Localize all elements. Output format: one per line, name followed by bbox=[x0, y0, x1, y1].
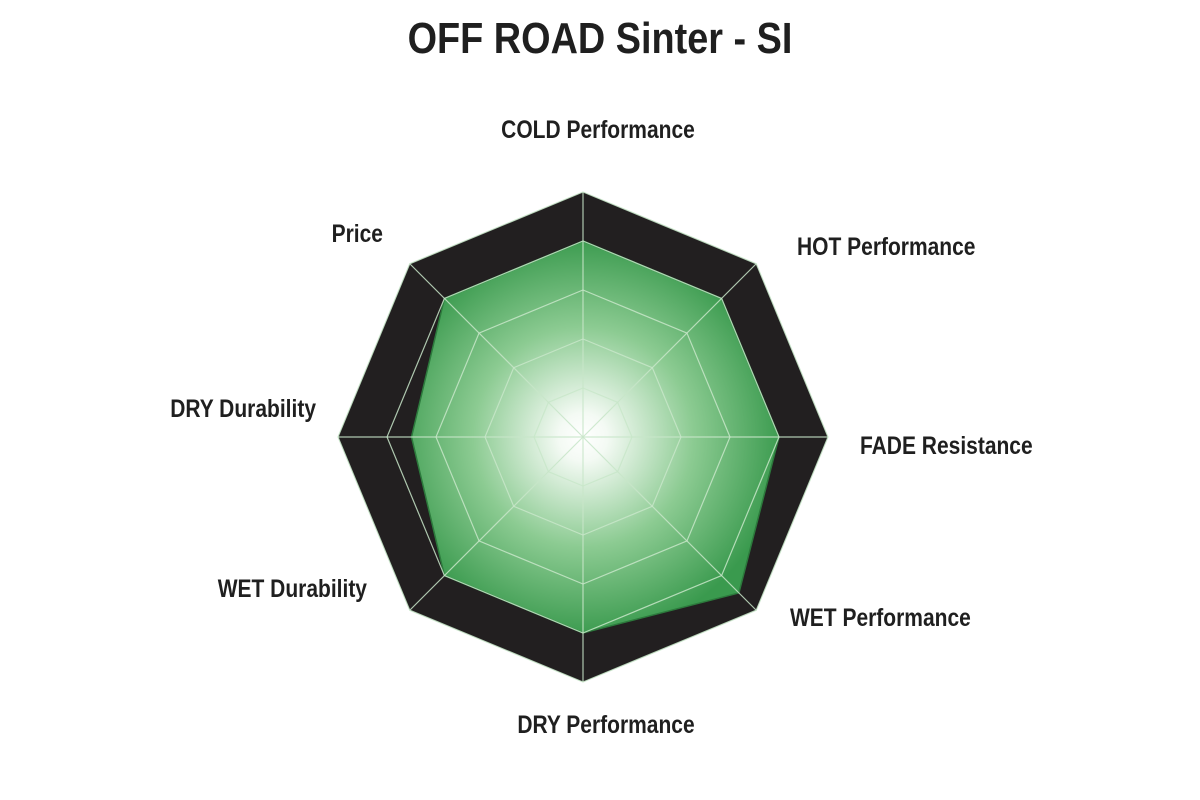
axis-label: DRY Performance bbox=[517, 710, 694, 738]
axis-label: DRY Durability bbox=[170, 394, 316, 422]
axis-label: Price bbox=[332, 219, 384, 247]
axis-label: HOT Performance bbox=[797, 232, 976, 260]
axis-label: WET Durability bbox=[218, 574, 367, 602]
chart-title: OFF ROAD Sinter - SI bbox=[407, 14, 793, 63]
grid-spoke bbox=[582, 263, 757, 438]
axis-label: COLD Performance bbox=[501, 115, 695, 143]
grid-lines bbox=[337, 191, 829, 683]
grid-spoke bbox=[582, 436, 757, 611]
axis-label: FADE Resistance bbox=[860, 431, 1033, 459]
grid-spoke bbox=[409, 436, 584, 611]
grid-spoke bbox=[409, 263, 584, 438]
axis-label: WET Performance bbox=[790, 603, 971, 631]
